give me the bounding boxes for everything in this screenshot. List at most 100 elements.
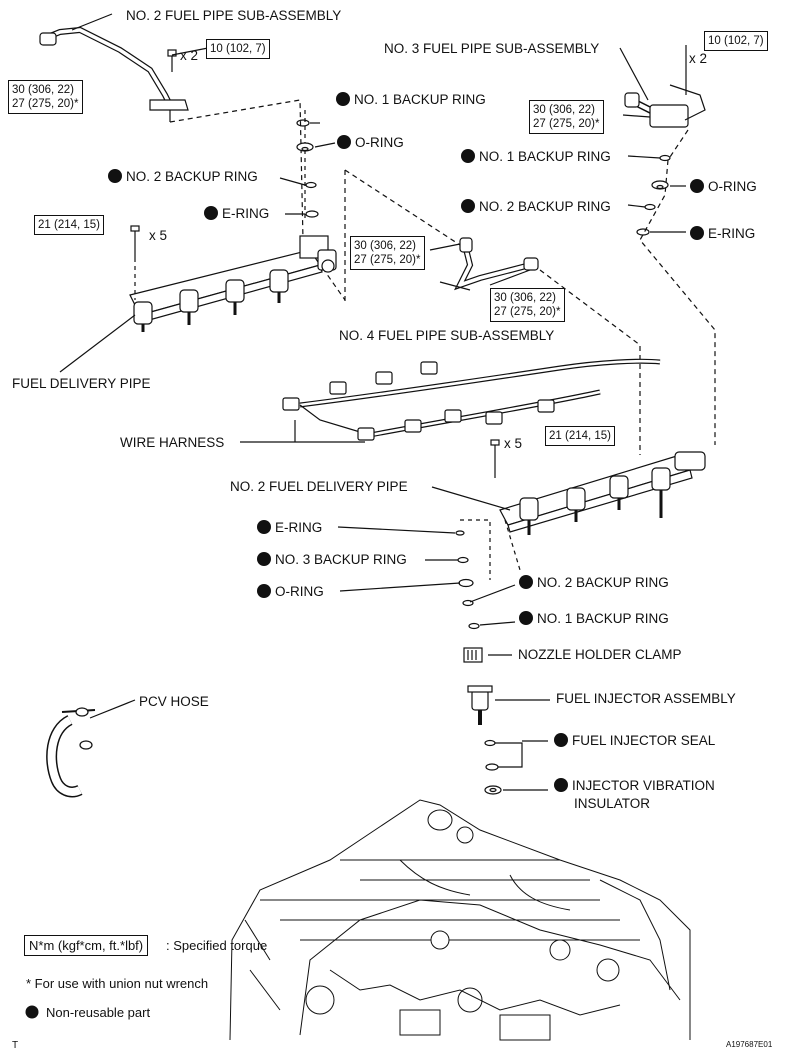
torque-value-union: 27 (275, 20)* [354, 254, 421, 266]
non-reusable-dot [204, 206, 218, 220]
non-reusable-dot [690, 179, 704, 193]
torque-value: 30 (306, 22) [354, 240, 417, 252]
wire-harness-drawing [240, 358, 661, 443]
text: NO. 2 BACKUP RING [479, 199, 611, 214]
label-fuel-injector-seal: FUEL INJECTOR SEAL [554, 733, 715, 749]
corner-code-left: T [12, 1040, 19, 1051]
text: O-RING [355, 135, 404, 150]
label-left-no2-backup-ring: NO. 2 BACKUP RING [108, 169, 258, 185]
text: NO. 2 BACKUP RING [537, 575, 669, 590]
text: E-RING [222, 206, 270, 221]
non-reusable-dot [257, 552, 271, 566]
label-inj-no3-backup-ring: NO. 3 BACKUP RING [257, 552, 407, 568]
label-injector-vibration-insulator-line2: INSULATOR [574, 796, 651, 811]
label-no3-fuel-pipe-sub: NO. 3 FUEL PIPE SUB-ASSEMBLY [384, 41, 600, 56]
torque-value-union: 27 (275, 20)* [533, 118, 600, 130]
torque-value-union: 27 (275, 20)* [12, 98, 79, 110]
corner-code-right: A197687E01 [726, 1040, 773, 1049]
label-left-o-ring: O-RING [337, 135, 404, 151]
no2-fuel-pipe-drawing [39, 26, 189, 122]
torque-box-10-right: 10 (102, 7) [704, 31, 768, 51]
injector-parts-drawing [337, 519, 550, 795]
torque-box-21-right: 21 (214, 15) [545, 426, 616, 446]
text: O-RING [708, 179, 757, 194]
fuel-delivery-pipe-drawing [59, 225, 337, 373]
torque-box-21-left: 21 (214, 15) [34, 215, 105, 235]
pcv-hose-drawing [46, 699, 136, 798]
torque-value: 30 (306, 22) [494, 292, 557, 304]
label-right-e-ring: E-RING [690, 226, 755, 242]
torque-value: 21 (214, 15) [38, 219, 101, 231]
label-pcv-hose: PCV HOSE [139, 694, 209, 709]
engine-illustration [229, 799, 691, 1041]
multiplier-x2-right: x 2 [689, 51, 708, 66]
label-inj-no2-backup-ring: NO. 2 BACKUP RING [519, 575, 669, 591]
right-rings-drawing [627, 129, 716, 445]
label-inj-no1-backup-ring: NO. 1 BACKUP RING [519, 611, 669, 627]
label-fuel-injector-assembly: FUEL INJECTOR ASSEMBLY [556, 691, 736, 706]
no2-fuel-delivery-pipe-drawing [431, 439, 706, 535]
torque-box-10-left: 10 (102, 7) [206, 39, 270, 59]
label-nozzle-holder-clamp: NOZZLE HOLDER CLAMP [518, 647, 682, 662]
torque-value: 10 (102, 7) [210, 43, 266, 55]
torque-box-no2-pipe: 30 (306, 22) 27 (275, 20)* [8, 80, 83, 114]
text: E-RING [708, 226, 756, 241]
non-reusable-dot [554, 733, 568, 747]
legend-torque-box: N*m (kgf*cm, ft.*lbf) [24, 935, 149, 956]
torque-value: 30 (306, 22) [12, 84, 75, 96]
legend-torque-desc: : Specified torque [166, 938, 268, 953]
left-bolt-x2 [167, 47, 209, 72]
no4-fuel-pipe-drawing [429, 237, 539, 291]
torque-box-no3-pipe: 30 (306, 22) 27 (275, 20)* [529, 100, 604, 134]
torque-value: 21 (214, 15) [549, 430, 612, 442]
text: NO. 2 BACKUP RING [126, 169, 258, 184]
torque-value: 30 (306, 22) [533, 104, 596, 116]
non-reusable-dot [337, 135, 351, 149]
text: NO. 1 BACKUP RING [479, 149, 611, 164]
text: NO. 1 BACKUP RING [354, 92, 486, 107]
label-no2-fuel-delivery-pipe: NO. 2 FUEL DELIVERY PIPE [230, 479, 408, 494]
non-reusable-dot [461, 149, 475, 163]
label-left-no1-backup-ring: NO. 1 BACKUP RING [336, 92, 486, 108]
text: NO. 3 BACKUP RING [275, 552, 407, 567]
non-reusable-dot [461, 199, 475, 213]
multiplier-x5-left: x 5 [149, 228, 168, 243]
torque-value: 10 (102, 7) [708, 35, 764, 47]
multiplier-x5-right: x 5 [504, 436, 523, 451]
legend-dot [25, 1005, 39, 1019]
text: E-RING [275, 520, 323, 535]
torque-value-union: 27 (275, 20)* [494, 306, 561, 318]
text: INJECTOR VIBRATION [572, 778, 715, 793]
left-rings-drawing [279, 119, 336, 218]
non-reusable-dot [519, 611, 533, 625]
label-left-e-ring: E-RING [204, 206, 269, 222]
label-fuel-delivery-pipe: FUEL DELIVERY PIPE [12, 376, 151, 391]
label-wire-harness: WIRE HARNESS [120, 435, 225, 450]
multiplier-x2-left: x 2 [180, 48, 199, 63]
torque-box-no4-pipe-upper: 30 (306, 22) 27 (275, 20)* [350, 236, 425, 270]
text: NO. 1 BACKUP RING [537, 611, 669, 626]
label-right-o-ring: O-RING [690, 179, 757, 195]
text: O-RING [275, 584, 324, 599]
no3-fuel-pipe-drawing [624, 45, 706, 128]
non-reusable-dot [108, 169, 122, 183]
non-reusable-dot [257, 584, 271, 598]
legend-non-reusable: Non-reusable part [46, 1005, 151, 1020]
non-reusable-dot [519, 575, 533, 589]
label-right-no1-backup-ring: NO. 1 BACKUP RING [461, 149, 611, 165]
non-reusable-dot [336, 92, 350, 106]
label-inj-e-ring: E-RING [257, 520, 322, 536]
legend-union-nut: * For use with union nut wrench [26, 976, 209, 991]
label-injector-vibration-insulator: INJECTOR VIBRATION [554, 778, 715, 794]
non-reusable-dot [257, 520, 271, 534]
non-reusable-dot [690, 226, 704, 240]
label-no4-fuel-pipe-sub: NO. 4 FUEL PIPE SUB-ASSEMBLY [339, 328, 555, 343]
label-right-no2-backup-ring: NO. 2 BACKUP RING [461, 199, 611, 215]
label-no2-fuel-pipe-sub: NO. 2 FUEL PIPE SUB-ASSEMBLY [126, 8, 342, 23]
text: FUEL INJECTOR SEAL [572, 733, 716, 748]
torque-box-no4-pipe-lower: 30 (306, 22) 27 (275, 20)* [490, 288, 565, 322]
non-reusable-dot [554, 778, 568, 792]
label-inj-o-ring: O-RING [257, 584, 324, 600]
